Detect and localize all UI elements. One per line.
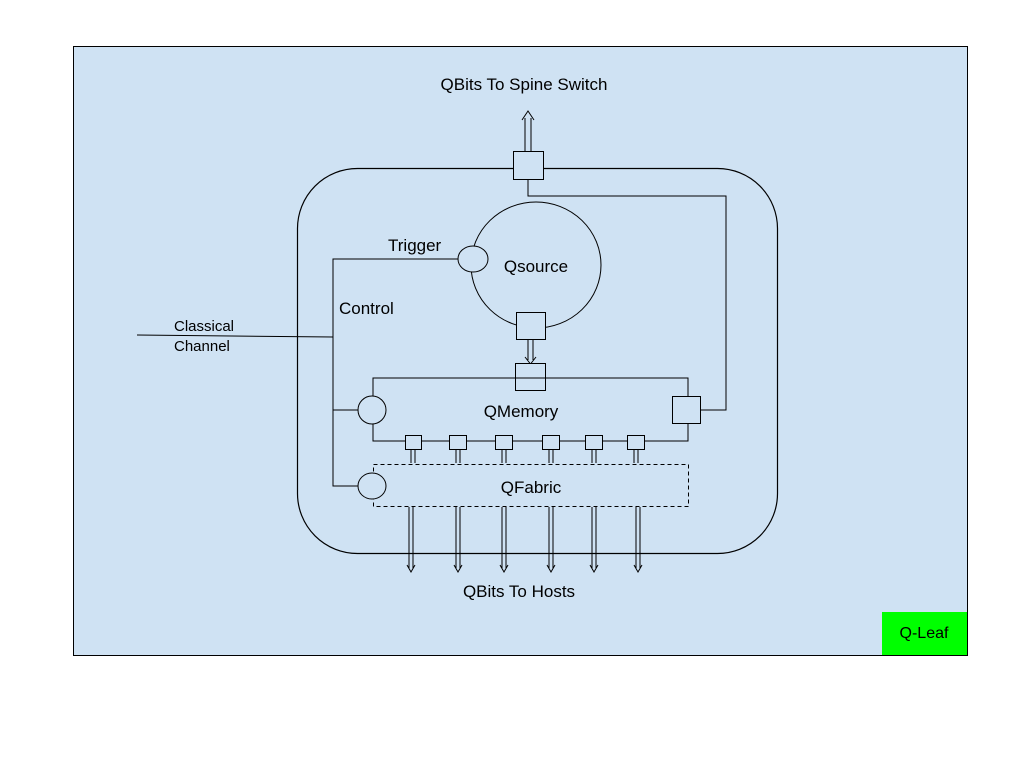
- qmemory-label: QMemory: [484, 402, 559, 421]
- memory-cell: [627, 435, 645, 450]
- memory-cell: [542, 435, 560, 450]
- qmemory-input-port: [515, 363, 546, 391]
- qmemory-frame: [372, 377, 689, 396]
- q-leaf-badge: [882, 612, 967, 655]
- spine-port: [513, 151, 544, 180]
- qsource-output-port: [516, 312, 546, 340]
- host-output-arrows: [406, 507, 643, 574]
- control-line: [332, 258, 458, 487]
- classical-label-line1: Classical: [174, 318, 234, 335]
- control-label: Control: [339, 299, 394, 318]
- qfabric-control-port: [357, 472, 387, 500]
- memory-cell: [405, 435, 422, 450]
- qmemory-control-port: [357, 395, 387, 425]
- classical-channel-line: [136, 334, 334, 338]
- q-leaf-badge-label: Q-Leaf: [900, 625, 949, 642]
- spine-to-memory-line: [527, 180, 727, 411]
- memory-cells: [405, 435, 645, 450]
- spine-uplink-arrow: [521, 110, 535, 152]
- qmemory-frame-bottom: [372, 424, 689, 442]
- memory-cell: [585, 435, 603, 450]
- qfabric-label: QFabric: [501, 478, 562, 497]
- hosts-label: QBits To Hosts: [463, 582, 575, 601]
- memory-cell: [449, 435, 467, 450]
- memory-to-fabric-arrows: [410, 450, 639, 463]
- trigger-label: Trigger: [388, 236, 442, 255]
- memory-cell: [495, 435, 513, 450]
- qmemory-spine-port: [672, 396, 701, 424]
- trigger-port: [457, 245, 489, 273]
- classical-label-line2: Channel: [174, 338, 230, 355]
- spine-switch-label: QBits To Spine Switch: [441, 75, 608, 94]
- qsource-label: Qsource: [504, 257, 568, 276]
